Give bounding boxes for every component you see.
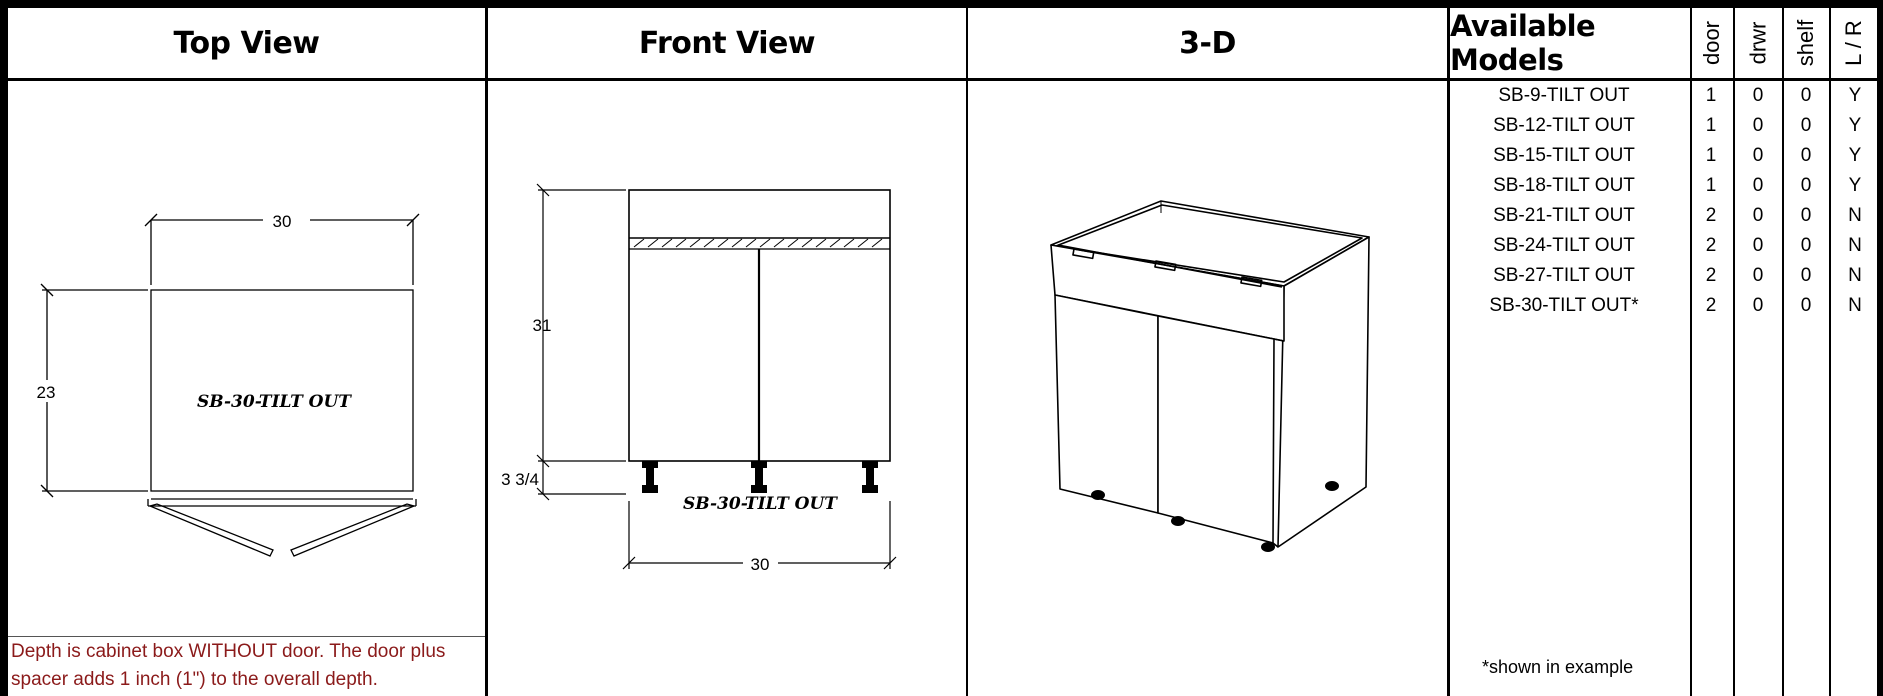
divider-front-3d <box>966 8 968 696</box>
table-row: SB-30-TILT OUT* 2 0 0 N <box>1452 292 1877 322</box>
model-name: SB-27-TILT OUT <box>1493 265 1635 286</box>
top-view-depth-dim: 23 <box>37 383 56 402</box>
door-count: 1 <box>1705 85 1717 106</box>
door-count: 2 <box>1705 265 1717 286</box>
shelf-count: 0 <box>1800 265 1812 286</box>
header-door: door <box>1692 8 1733 78</box>
drwr-count: 0 <box>1752 235 1764 256</box>
table-row: SB-21-TILT OUT 2 0 0 N <box>1452 202 1877 232</box>
lr-flag: N <box>1848 265 1862 286</box>
header-top-view: Top View <box>173 25 320 61</box>
header-front-view: Front View <box>638 25 816 61</box>
header-shelf: shelf <box>1784 8 1829 78</box>
front-view-width-dim: 30 <box>751 555 770 574</box>
table-row: SB-18-TILT OUT 1 0 0 Y <box>1452 172 1877 202</box>
divider-shelf-lr <box>1829 8 1831 696</box>
drwr-count: 0 <box>1752 265 1764 286</box>
top-view-model-label: SB-30-TILT OUT <box>197 392 352 412</box>
model-name: SB-18-TILT OUT <box>1493 175 1635 196</box>
depth-note: Depth is cabinet box WITHOUT door. The d… <box>8 636 485 696</box>
model-name: SB-21-TILT OUT <box>1493 205 1635 226</box>
header-3d: 3-D <box>1179 25 1236 61</box>
top-view-drawing: 30 23 SB-30-TILT OUT <box>37 212 420 557</box>
frame-top-border <box>0 0 1883 8</box>
lr-flag: Y <box>1848 85 1862 106</box>
lr-flag: Y <box>1848 115 1862 136</box>
door-count: 1 <box>1705 175 1717 196</box>
front-view-model-label: SB-30-TILT OUT <box>683 494 838 514</box>
header-lr-label: L / R <box>1841 20 1866 66</box>
divider-door-drwr <box>1733 8 1735 696</box>
shown-in-example-note: *shown in example <box>1482 657 1634 677</box>
table-row: SB-15-TILT OUT 1 0 0 Y <box>1452 142 1877 172</box>
shelf-count: 0 <box>1800 85 1812 106</box>
divider-3d-models <box>1447 8 1450 696</box>
drwr-count: 0 <box>1752 205 1764 226</box>
top-view-cabinet-outline <box>150 289 414 492</box>
header-available-models: Available Models <box>1450 9 1596 77</box>
lr-flag: Y <box>1848 175 1862 196</box>
divider-models-door <box>1690 8 1692 696</box>
header-shelf-label: shelf <box>1793 19 1819 67</box>
drwr-count: 0 <box>1752 115 1764 136</box>
header-drwr-label: drwr <box>1745 21 1771 65</box>
shelf-count: 0 <box>1800 205 1812 226</box>
shelf-count: 0 <box>1800 145 1812 166</box>
table-row: SB-27-TILT OUT 2 0 0 N <box>1452 262 1877 292</box>
header-lr: L / R <box>1831 8 1877 78</box>
header-door-label: door <box>1699 20 1725 66</box>
door-count: 1 <box>1705 115 1717 136</box>
model-name: SB-9-TILT OUT <box>1498 85 1630 106</box>
model-name: SB-12-TILT OUT <box>1493 115 1635 136</box>
model-name: SB-30-TILT OUT* <box>1489 295 1639 316</box>
table-row: SB-12-TILT OUT 1 0 0 Y <box>1452 112 1877 142</box>
shelf-count: 0 <box>1800 295 1812 316</box>
frame-left-border <box>0 8 8 696</box>
door-count: 2 <box>1705 295 1717 316</box>
drwr-count: 0 <box>1752 145 1764 166</box>
front-view-drawing: 31 3 3/4 30 SB-30-TILT OUT <box>501 183 897 574</box>
drwr-count: 0 <box>1752 295 1764 316</box>
divider-top-front <box>485 8 488 696</box>
lr-flag: N <box>1848 205 1862 226</box>
frame-right-border <box>1877 8 1883 696</box>
drwr-count: 0 <box>1752 175 1764 196</box>
lr-flag: Y <box>1848 145 1862 166</box>
door-count: 2 <box>1705 235 1717 256</box>
divider-drwr-shelf <box>1782 8 1784 696</box>
table-row: SB-9-TILT OUT 1 0 0 Y <box>1452 82 1877 112</box>
three-d-drawing <box>1050 200 1370 552</box>
lr-flag: N <box>1848 235 1862 256</box>
model-name: SB-15-TILT OUT <box>1493 145 1635 166</box>
model-name: SB-24-TILT OUT <box>1493 235 1635 256</box>
header-divider <box>0 78 1883 81</box>
shelf-count: 0 <box>1800 175 1812 196</box>
front-view-height-dim: 31 <box>533 316 552 335</box>
shelf-count: 0 <box>1800 115 1812 136</box>
lr-flag: N <box>1848 295 1862 316</box>
door-count: 1 <box>1705 145 1717 166</box>
header-drwr: drwr <box>1735 8 1782 78</box>
front-view-toe-dim: 3 3/4 <box>501 470 539 489</box>
top-view-width-dim: 30 <box>273 212 292 231</box>
table-row: SB-24-TILT OUT 2 0 0 N <box>1452 232 1877 262</box>
shelf-count: 0 <box>1800 235 1812 256</box>
door-count: 2 <box>1705 205 1717 226</box>
drwr-count: 0 <box>1752 85 1764 106</box>
